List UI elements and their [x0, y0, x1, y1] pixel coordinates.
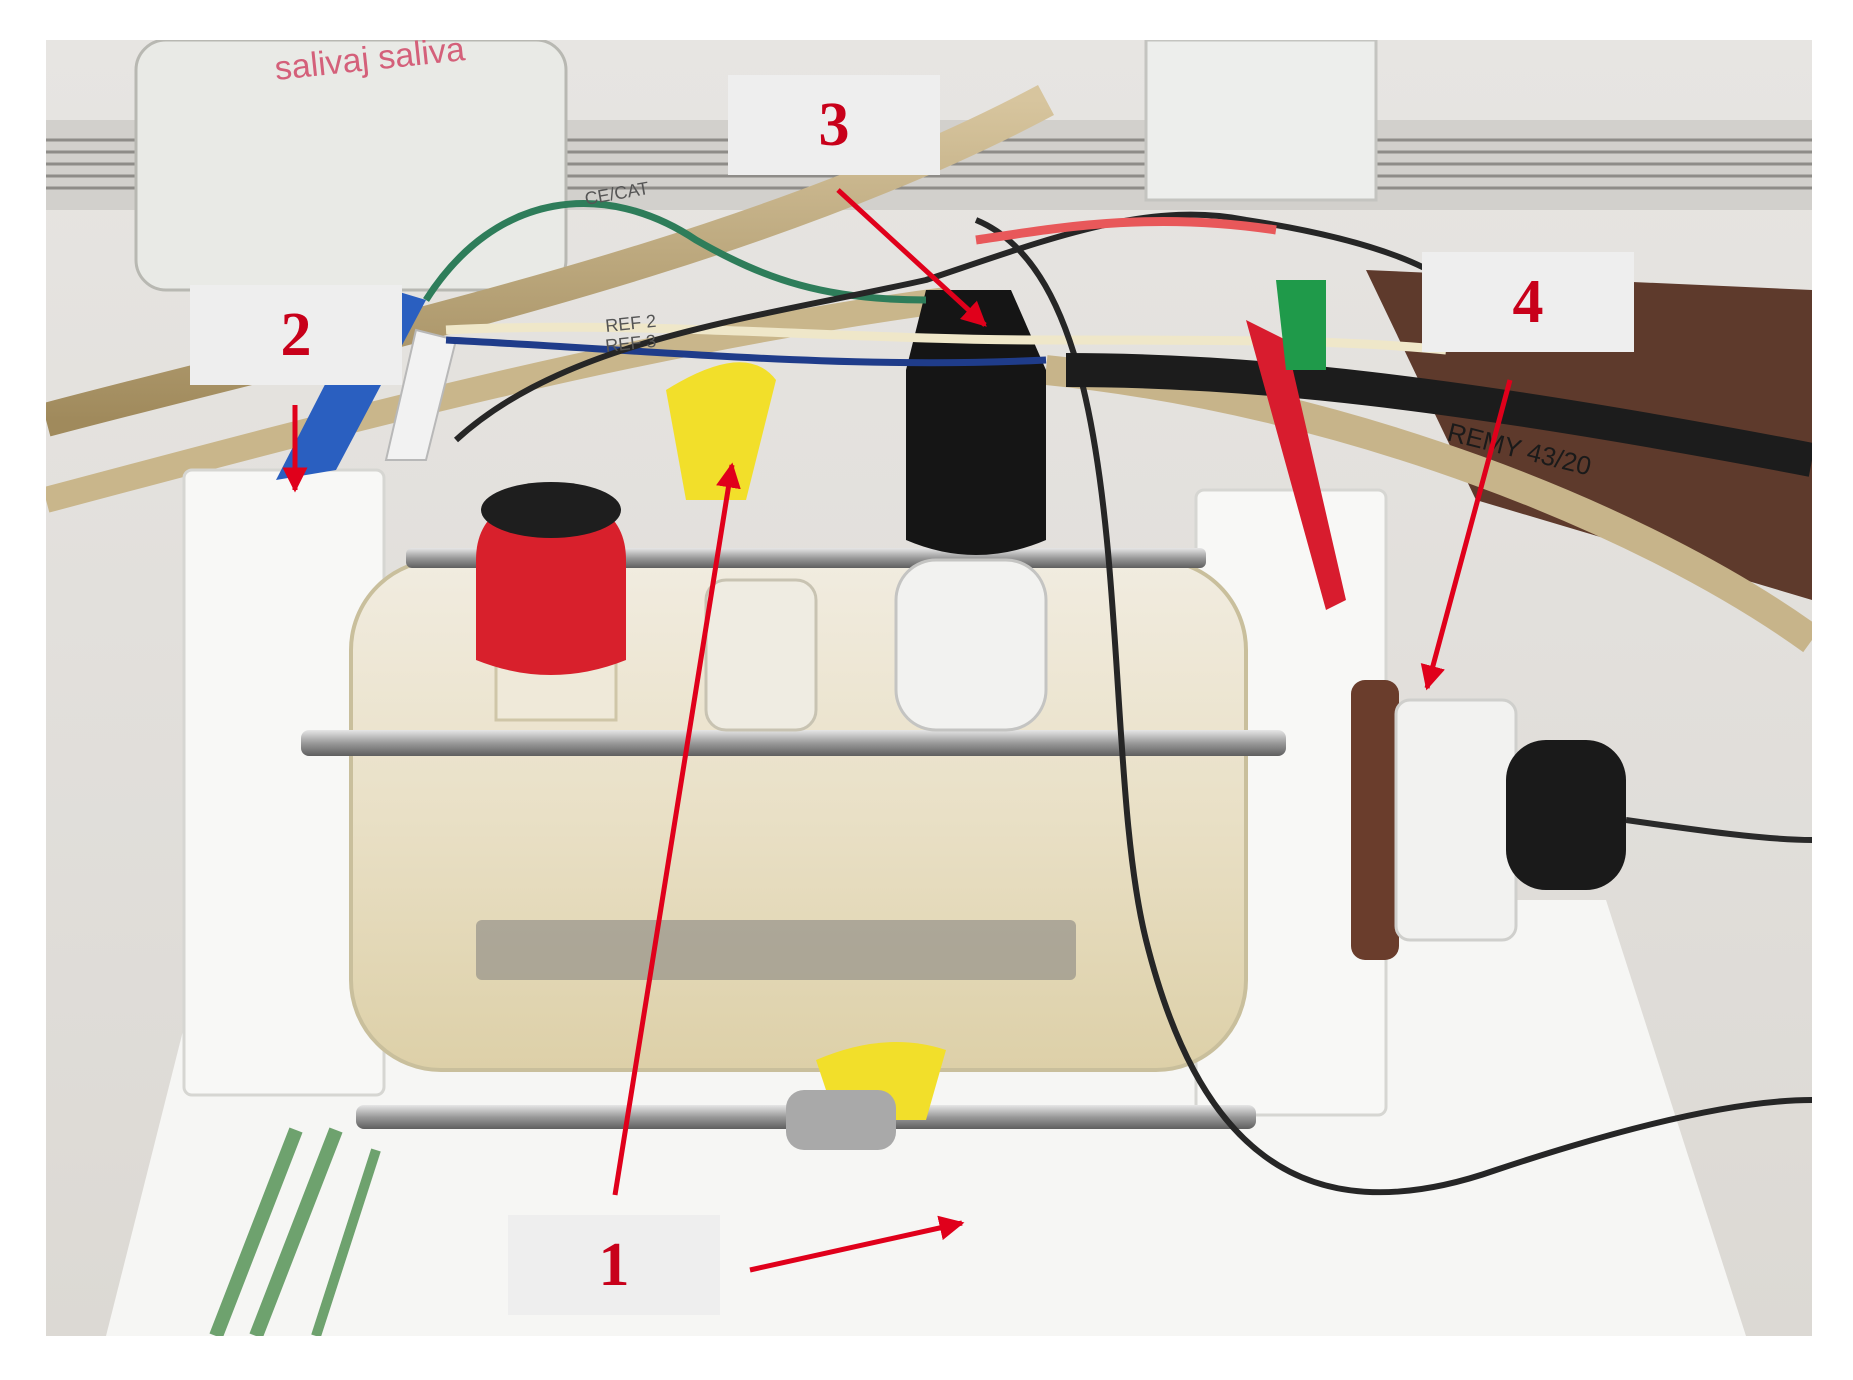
black-electrode-holder — [906, 290, 1046, 555]
glass-port-open — [704, 578, 818, 732]
green-cable — [423, 200, 927, 304]
cream-cable — [445, 322, 1447, 355]
electrode-glass-joint — [894, 558, 1048, 732]
green-clip — [1276, 280, 1326, 370]
label-3-text: 3 — [818, 90, 850, 159]
towel-green-stripe-1 — [209, 1127, 303, 1336]
electrochemical-cell-photo: salivaj saliva — [46, 40, 1812, 1336]
disc-cable — [1625, 817, 1812, 843]
red-cap-top — [481, 482, 621, 538]
tie-rod-middle — [301, 730, 1286, 756]
red-cap — [476, 495, 626, 675]
towel-green-stripe-2 — [249, 1127, 343, 1336]
photograph: salivaj saliva — [46, 40, 1812, 1336]
label-4: 4 — [1422, 252, 1634, 352]
black-sheathed-cable — [1065, 353, 1812, 477]
working-electrode-disc — [1351, 680, 1399, 960]
towel-green-stripe-3 — [311, 1148, 381, 1336]
label-1: 1 — [508, 1215, 720, 1315]
black-knob — [1506, 740, 1626, 890]
red-clip — [1246, 320, 1346, 610]
rubber-tube-left — [46, 287, 948, 513]
black-cable-top — [453, 211, 1469, 443]
label-3: 3 — [728, 75, 940, 175]
label-1-text: 1 — [598, 1230, 630, 1299]
inner-electrode — [476, 920, 1076, 980]
disc-holder — [1394, 698, 1518, 942]
hose-clamp — [786, 1090, 896, 1150]
label-2-text: 2 — [280, 300, 312, 369]
red-cable — [975, 216, 1277, 245]
black-cable-long — [974, 217, 1812, 1196]
blue-cable — [445, 336, 1047, 367]
label-2: 2 — [190, 285, 402, 385]
beaker — [1144, 40, 1378, 202]
label-4-text: 4 — [1512, 267, 1544, 336]
